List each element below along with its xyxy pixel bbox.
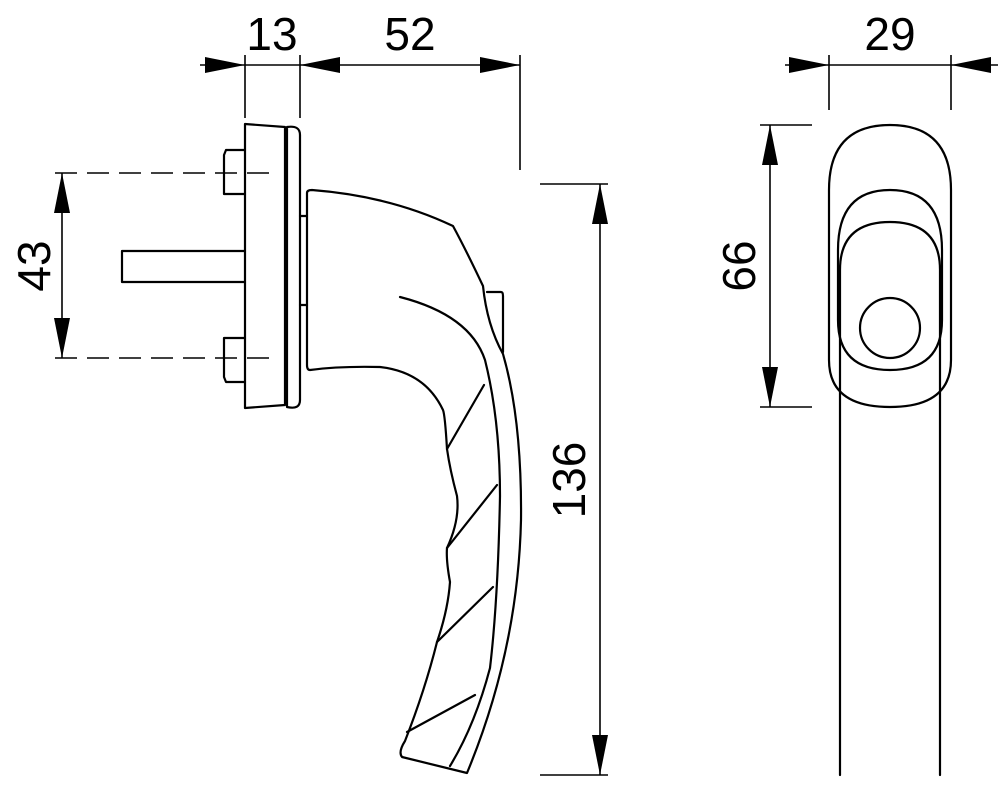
handle-ridge	[398, 295, 502, 768]
dimension-lines-side: 13 52 43 136	[8, 8, 608, 776]
rose-inner	[836, 188, 944, 372]
lever-outline	[838, 220, 942, 777]
dim-66: 66	[713, 240, 765, 291]
neck	[298, 214, 309, 307]
rose-outline	[827, 123, 953, 409]
rose-plate	[243, 122, 287, 410]
rose-rim	[285, 125, 302, 409]
handle-grip-lines	[405, 383, 499, 734]
release-button	[485, 290, 505, 354]
handle-outline	[305, 188, 523, 775]
spindle-cap	[858, 296, 922, 360]
upper-bolt	[222, 148, 247, 196]
lower-bolt	[222, 336, 247, 384]
dim-13: 13	[246, 8, 297, 60]
side-view	[55, 122, 523, 775]
dim-136: 136	[543, 442, 595, 519]
dim-43: 43	[8, 240, 60, 291]
front-view	[827, 123, 953, 777]
dim-29: 29	[864, 8, 915, 60]
dimension-lines-front: 29 66	[713, 8, 998, 408]
spindle	[120, 249, 247, 284]
dim-52: 52	[384, 8, 435, 60]
